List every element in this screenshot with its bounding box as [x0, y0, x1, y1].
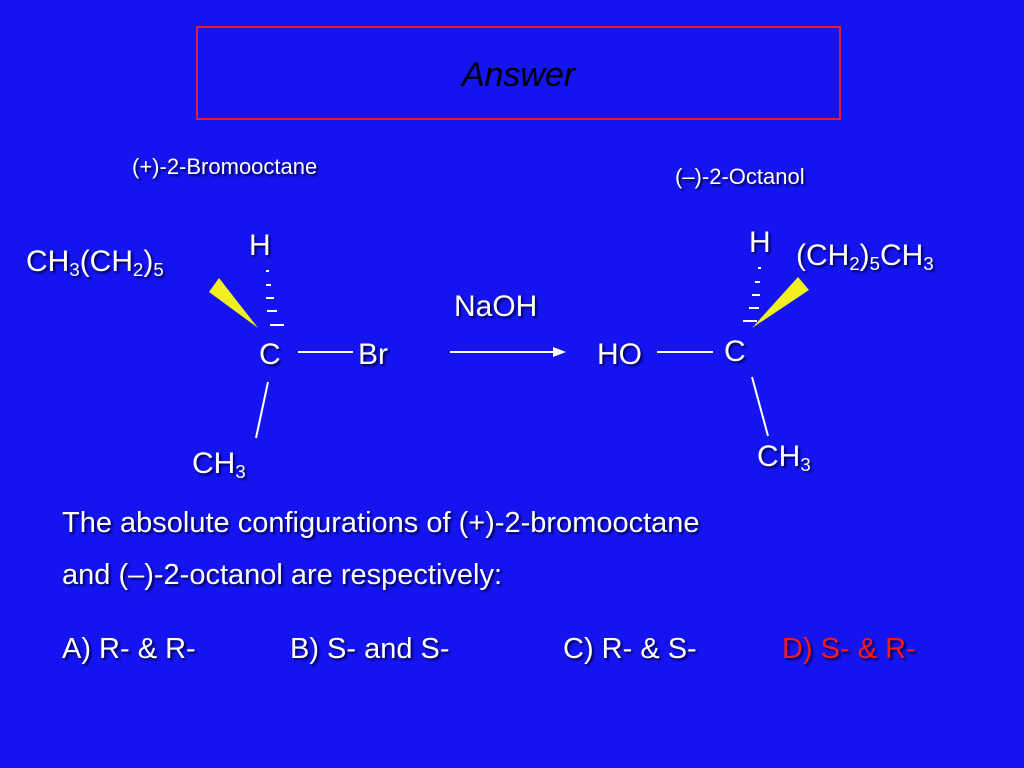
- question-line-2: and (–)-2-octanol are respectively:: [62, 559, 503, 591]
- reagent-label: NaOH: [454, 290, 538, 323]
- reaction-arrow-head: [553, 347, 566, 357]
- option-a: A) R- & R-: [62, 633, 196, 665]
- left-h-atom: H: [249, 229, 271, 262]
- left-methyl-group: CH3: [192, 447, 246, 483]
- title-box: [196, 26, 841, 120]
- right-wedge-bond: [752, 277, 809, 328]
- right-h-atom: H: [749, 226, 771, 259]
- left-alkyl-chain: CH3(CH2)5: [26, 245, 164, 281]
- question-line-1: The absolute configurations of (+)-2-bro…: [62, 507, 700, 539]
- option-d-value: S- & R-: [820, 633, 916, 665]
- slide-title: Answer: [461, 56, 576, 94]
- left-carbon-atom: C: [259, 338, 281, 371]
- left-br-atom: Br: [358, 338, 388, 371]
- left-compound-name: (+)-2-Bromooctane: [132, 154, 318, 179]
- option-c: C) R- & S-: [563, 633, 697, 665]
- right-hash-bond: [743, 267, 761, 322]
- right-carbon-atom: C: [724, 335, 746, 368]
- right-c-methyl-bond: [751, 376, 769, 437]
- option-d-correct: D) S- & R-: [782, 633, 916, 666]
- right-alkyl-chain: (CH2)5CH3: [796, 239, 934, 275]
- option-b: B) S- and S-: [290, 633, 450, 665]
- left-c-methyl-bond: [255, 381, 269, 439]
- right-methyl-group: CH3: [757, 440, 811, 476]
- option-d-label: D): [782, 633, 813, 665]
- right-ho-group: HO: [597, 338, 642, 371]
- left-hash-bond: [266, 270, 284, 326]
- right-compound-name: (–)-2-Octanol: [675, 164, 805, 189]
- left-wedge-bond: [209, 278, 258, 328]
